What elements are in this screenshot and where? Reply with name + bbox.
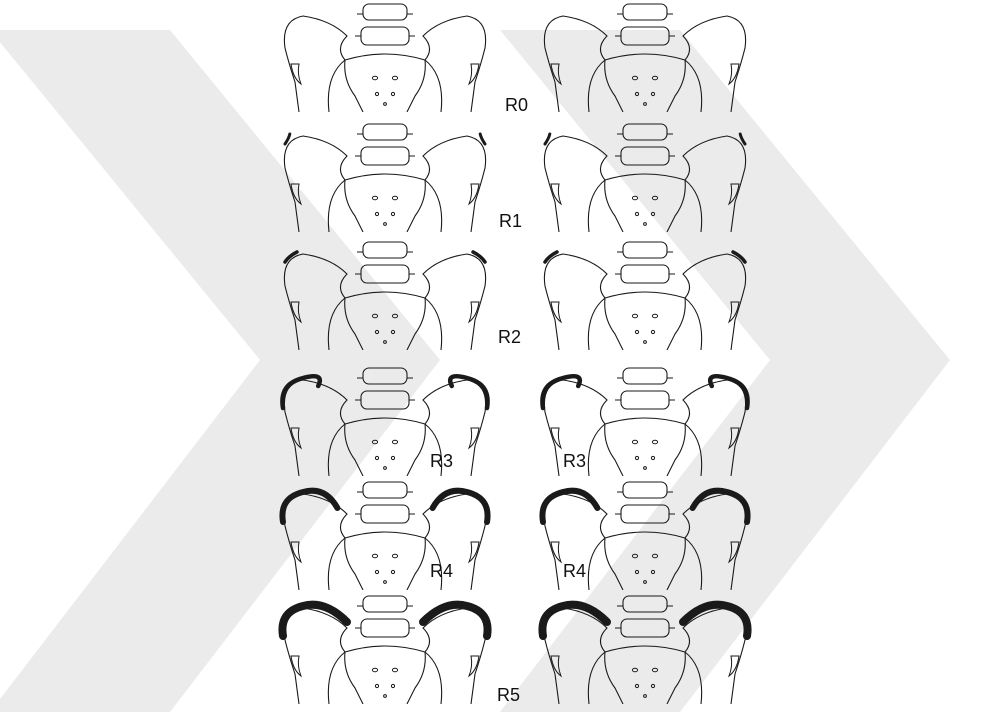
ossification-cap [285, 134, 290, 144]
stage-label-r3-right: R3 [563, 452, 586, 470]
vertebra [623, 596, 667, 612]
pelvis-r1-right [535, 120, 755, 232]
vertebra [363, 482, 407, 498]
sacrum [345, 532, 426, 590]
sacrum [605, 174, 686, 232]
ossification-cap [480, 134, 485, 144]
vertebra [623, 242, 667, 258]
ossification-cap [710, 376, 747, 408]
vertebra [623, 368, 667, 384]
vertebra [621, 505, 669, 523]
stage-label-r5: R5 [497, 686, 520, 704]
vertebra [623, 124, 667, 140]
sacrum [605, 292, 686, 350]
vertebra [623, 4, 667, 20]
vertebra [363, 242, 407, 258]
sacrum [605, 418, 686, 476]
ossification-cap [282, 376, 319, 408]
vertebra [621, 265, 669, 283]
pelvis-r5-left [275, 592, 495, 704]
pelvis-r1-left [275, 120, 495, 232]
vertebra [623, 482, 667, 498]
pelvis-r0-right [535, 0, 755, 112]
vertebra [361, 391, 409, 409]
stage-label-r4-right: R4 [563, 562, 586, 580]
stage-label-r0: R0 [505, 96, 528, 114]
stage-label-r4-left: R4 [430, 562, 453, 580]
vertebra [361, 505, 409, 523]
stage-label-r1: R1 [499, 212, 522, 230]
vertebra [621, 619, 669, 637]
sacrum [605, 532, 686, 590]
ossification-cap [740, 134, 745, 144]
vertebra [363, 596, 407, 612]
sacrum [345, 418, 426, 476]
sacrum [345, 292, 426, 350]
vertebra [621, 391, 669, 409]
ossification-cap [450, 376, 487, 408]
pelvis-r0-left [275, 0, 495, 112]
vertebra [361, 147, 409, 165]
stage-label-r3-left: R3 [430, 452, 453, 470]
vertebra [361, 265, 409, 283]
sacrum [345, 646, 426, 704]
vertebra [361, 27, 409, 45]
vertebra [621, 147, 669, 165]
pelvis-r2-right [535, 238, 755, 350]
pelvis-r5-right [535, 592, 755, 704]
vertebra [363, 124, 407, 140]
ossification-cap [542, 376, 579, 408]
pelvis-r4-left [275, 478, 495, 590]
stage-label-r2: R2 [498, 328, 521, 346]
sacrum [605, 54, 686, 112]
vertebra [363, 368, 407, 384]
sacrum [345, 54, 426, 112]
pelvis-r3-left [275, 364, 495, 476]
ossification-cap [545, 134, 550, 144]
vertebra [621, 27, 669, 45]
sacrum [345, 174, 426, 232]
pelvis-r2-left [275, 238, 495, 350]
vertebra [363, 4, 407, 20]
vertebra [361, 619, 409, 637]
sacrum [605, 646, 686, 704]
